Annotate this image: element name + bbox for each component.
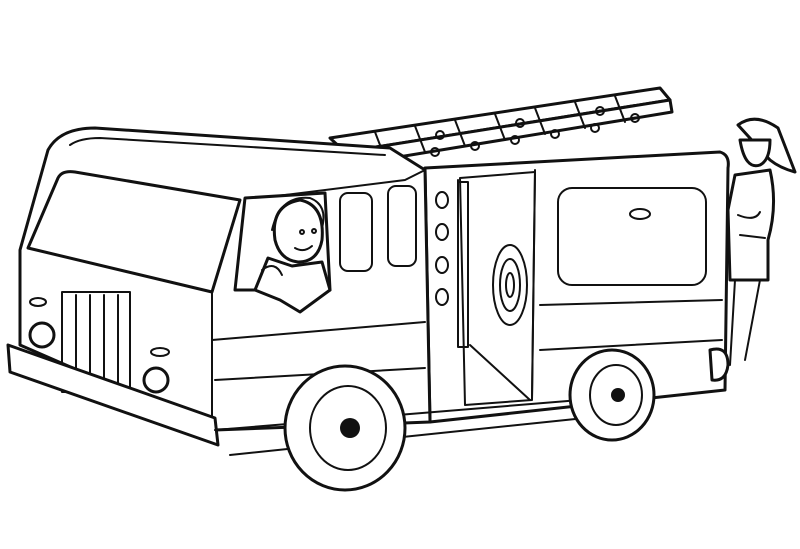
headlight-left xyxy=(28,321,56,349)
bumper xyxy=(6,343,220,447)
hose-reel xyxy=(492,244,528,326)
driver xyxy=(253,196,332,314)
firefighter xyxy=(726,117,797,366)
windshield xyxy=(26,170,242,294)
front-wheel xyxy=(283,364,407,492)
truck-body xyxy=(423,150,730,424)
ladder xyxy=(328,86,674,167)
rear-window xyxy=(557,187,707,286)
headlight-right xyxy=(142,366,170,394)
rear-wheel xyxy=(568,348,656,442)
